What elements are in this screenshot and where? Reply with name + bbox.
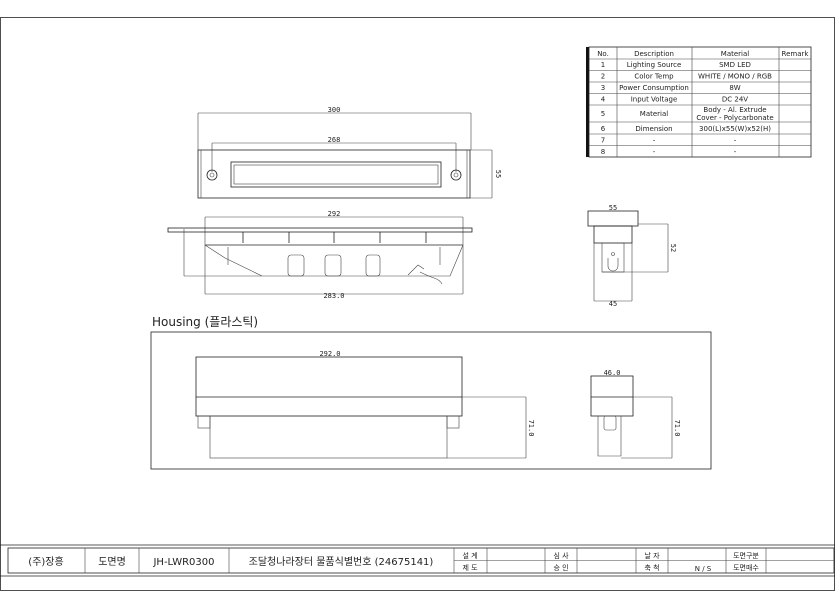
date-label: 날 자	[644, 551, 660, 560]
drawing-name-label: 도면명	[98, 556, 126, 568]
cell-material: -	[734, 148, 737, 156]
cell-material: SMD LED	[719, 61, 751, 69]
drawing-frame	[0, 17, 835, 591]
scale-value: N / S	[695, 565, 712, 573]
cell-material: 8W	[729, 84, 740, 92]
design-label: 설 계	[462, 551, 477, 560]
cell-no: 5	[601, 110, 605, 118]
cell-material: WHITE / MONO / RGB	[698, 73, 772, 81]
cell-no: 6	[601, 125, 606, 133]
cell-description: Color Temp	[634, 73, 674, 81]
cell-description: -	[653, 137, 656, 145]
cell-material: -	[734, 137, 737, 145]
table-row: 1 Lighting Source SMD LED	[601, 61, 751, 69]
dim-front-length: 300	[328, 106, 341, 114]
table-row: 7 - -	[601, 137, 737, 145]
cell-no: 4	[601, 96, 606, 104]
front-view: 300 268 55	[197, 106, 502, 199]
spec-table: No. Description Material Remark 1 Lightin…	[586, 46, 812, 158]
dim-side-bottom: 283.0	[323, 292, 344, 300]
header-description: Description	[634, 50, 674, 58]
cell-description: Dimension	[635, 125, 672, 133]
mount-hole-icon	[206, 169, 218, 181]
dim-housing-end-width: 46.0	[604, 369, 621, 377]
cell-no: 8	[601, 148, 605, 156]
drawing-count-label: 도면매수	[733, 563, 759, 572]
header-material: Material	[721, 50, 749, 58]
dim-end-height: 52	[669, 244, 677, 252]
table-row: 2 Color Temp WHITE / MONO / RGB	[601, 73, 772, 81]
cell-description: -	[653, 148, 656, 156]
cell-no: 7	[601, 137, 605, 145]
side-view: 292 283.0	[167, 210, 473, 300]
cell-no: 3	[601, 84, 605, 92]
dim-end-bottom: 45	[609, 300, 617, 308]
approve-label: 승 인	[553, 563, 568, 572]
cell-no: 1	[601, 61, 605, 69]
title-block: (주)장흥 도면명 JH-LWR0300 조달청나라장터 물품식별번호 (246…	[0, 544, 835, 577]
dim-housing-length: 292.0	[319, 350, 340, 358]
draft-label: 제 도	[462, 564, 478, 572]
header-remark: Remark	[782, 50, 810, 58]
cell-material: Body - Al. Extrude	[703, 106, 766, 114]
dim-end-width: 55	[609, 204, 617, 212]
cell-material: 300(L)x55(W)x52(H)	[699, 125, 771, 133]
housing-label: Housing (플라스틱)	[152, 315, 258, 329]
housing-side-view: 292.0 71.0	[195, 350, 535, 459]
cell-material: Cover - Polycarbonate	[696, 114, 773, 122]
cell-material: DC 24V	[722, 96, 748, 104]
end-view: 55 52 45	[587, 204, 677, 308]
housing-end-view: 46.0 71.0	[590, 369, 681, 459]
company-name: (주)장흥	[28, 555, 63, 568]
dim-front-height: 55	[494, 170, 502, 178]
cell-description: Material	[640, 110, 668, 118]
review-label: 심 사	[553, 551, 569, 560]
scale-label: 축 척	[644, 563, 659, 572]
cell-description: Lighting Source	[627, 61, 682, 69]
table-row: 4 Input Voltage DC 24V	[601, 96, 749, 104]
header-no: No.	[597, 50, 609, 58]
table-row: 6 Dimension 300(L)x55(W)x52(H)	[601, 125, 771, 133]
table-row: 3 Power Consumption 8W	[601, 84, 741, 92]
cell-description: Input Voltage	[631, 96, 678, 104]
drawing-type-label: 도면구분	[733, 551, 759, 560]
mount-hole-icon	[450, 169, 462, 181]
drawing-number: JH-LWR0300	[152, 557, 214, 568]
dim-side-length: 292	[328, 210, 341, 218]
dim-housing-height: 71.0	[527, 420, 535, 437]
housing-box	[150, 331, 712, 470]
dim-hole-spacing: 268	[328, 136, 341, 144]
drawing-title: 조달청나라장터 물품식별번호 (24675141)	[249, 556, 434, 568]
dim-housing-end-height: 71.0	[673, 420, 681, 437]
cell-no: 2	[601, 73, 605, 81]
cell-description: Power Consumption	[619, 84, 689, 92]
table-row: 8 - -	[601, 148, 737, 156]
